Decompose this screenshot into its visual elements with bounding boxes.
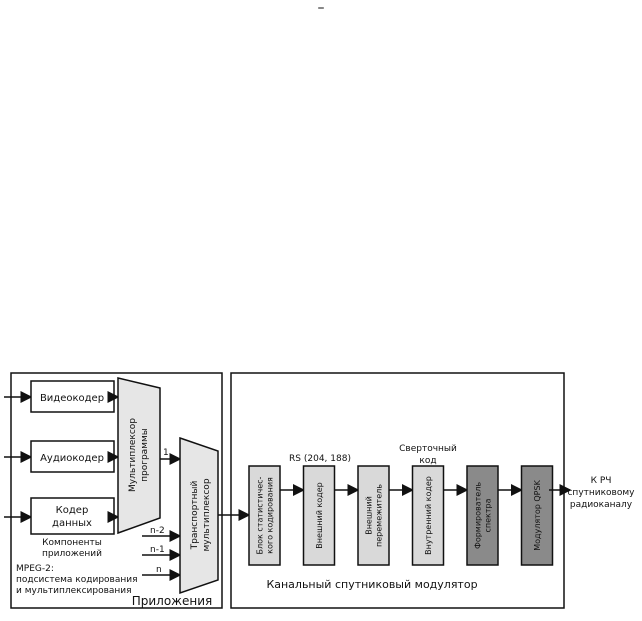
- outer-coder-block-label-1: Внешний кодер: [315, 482, 324, 548]
- inner-coder-block: [411, 465, 445, 566]
- outer-coder-block: [302, 465, 336, 566]
- mpeg-label-3: и мультиплексирования: [16, 586, 132, 596]
- input-label-1: 1: [163, 448, 169, 458]
- outer-interleaver-block-label-2: перемежитель: [375, 484, 384, 547]
- program-multiplexer: [117, 377, 161, 535]
- components-label-2: приложений: [42, 549, 102, 559]
- output-label-2: спутниковому: [567, 488, 635, 498]
- output-label-1: К РЧ: [591, 476, 612, 486]
- video-encoder-block: [30, 380, 115, 413]
- program-mux-label-1: Мультиплексор: [128, 418, 138, 492]
- modulator-chain: Блок статистичес-кого кодирования Внешний…: [248, 465, 554, 566]
- outer-interleaver-block: [357, 465, 390, 566]
- transport-mux-label-1: Транспортный: [190, 480, 200, 550]
- convolutional-code-label-2: код: [419, 456, 436, 466]
- data-encoder-label-2: данных: [52, 518, 92, 529]
- satellite-modulator-title: Канальный спутниковый модулятор: [266, 578, 477, 591]
- qpsk-modulator-block: [520, 465, 554, 566]
- components-label-1: Компоненты: [42, 538, 102, 548]
- input-label-n: n: [156, 565, 162, 575]
- output-label-3: радиоканалу: [570, 500, 633, 510]
- statistical-coding-block-label-1: Блок статистичес-: [256, 476, 265, 554]
- spectrum-shaper-block-label-2: спектра: [484, 498, 493, 532]
- mpeg-label-1: MPEG-2:: [16, 564, 54, 574]
- inner-coder-block-label-1: Внутренний кодер: [424, 476, 433, 555]
- applications-title: Приложения: [132, 594, 213, 608]
- audio-encoder-label: Аудиокодер: [40, 453, 104, 464]
- input-label-n-1: n-1: [150, 545, 165, 555]
- program-mux-label-2: программы: [140, 428, 150, 482]
- convolutional-code-label-1: Сверточный: [399, 444, 457, 454]
- statistical-coding-block: [248, 465, 281, 566]
- rs-code-label: RS (204, 188): [289, 454, 351, 464]
- video-encoder-label: Видеокодер: [40, 393, 104, 404]
- input-label-n-2: n-2: [150, 526, 165, 536]
- outer-interleaver-block-label-1: Внешний: [365, 496, 374, 535]
- qpsk-modulator-block-label-1: Модулятор QPSK: [533, 479, 542, 550]
- transport-multiplexer: [179, 436, 219, 595]
- mpeg-label-2: подсистема кодирования: [16, 575, 138, 585]
- data-encoder-label-1: Кодер: [56, 505, 89, 516]
- spectrum-shaper-block-label-1: Формирователь: [474, 482, 483, 549]
- applications-frame: [10, 372, 223, 609]
- statistical-coding-block-label-2: кого кодирования: [266, 477, 275, 554]
- spectrum-shaper-block: [466, 465, 499, 566]
- audio-encoder-block: [30, 440, 115, 473]
- transport-mux-label-2: мультиплексор: [202, 478, 212, 551]
- top-mark: –: [318, 0, 325, 16]
